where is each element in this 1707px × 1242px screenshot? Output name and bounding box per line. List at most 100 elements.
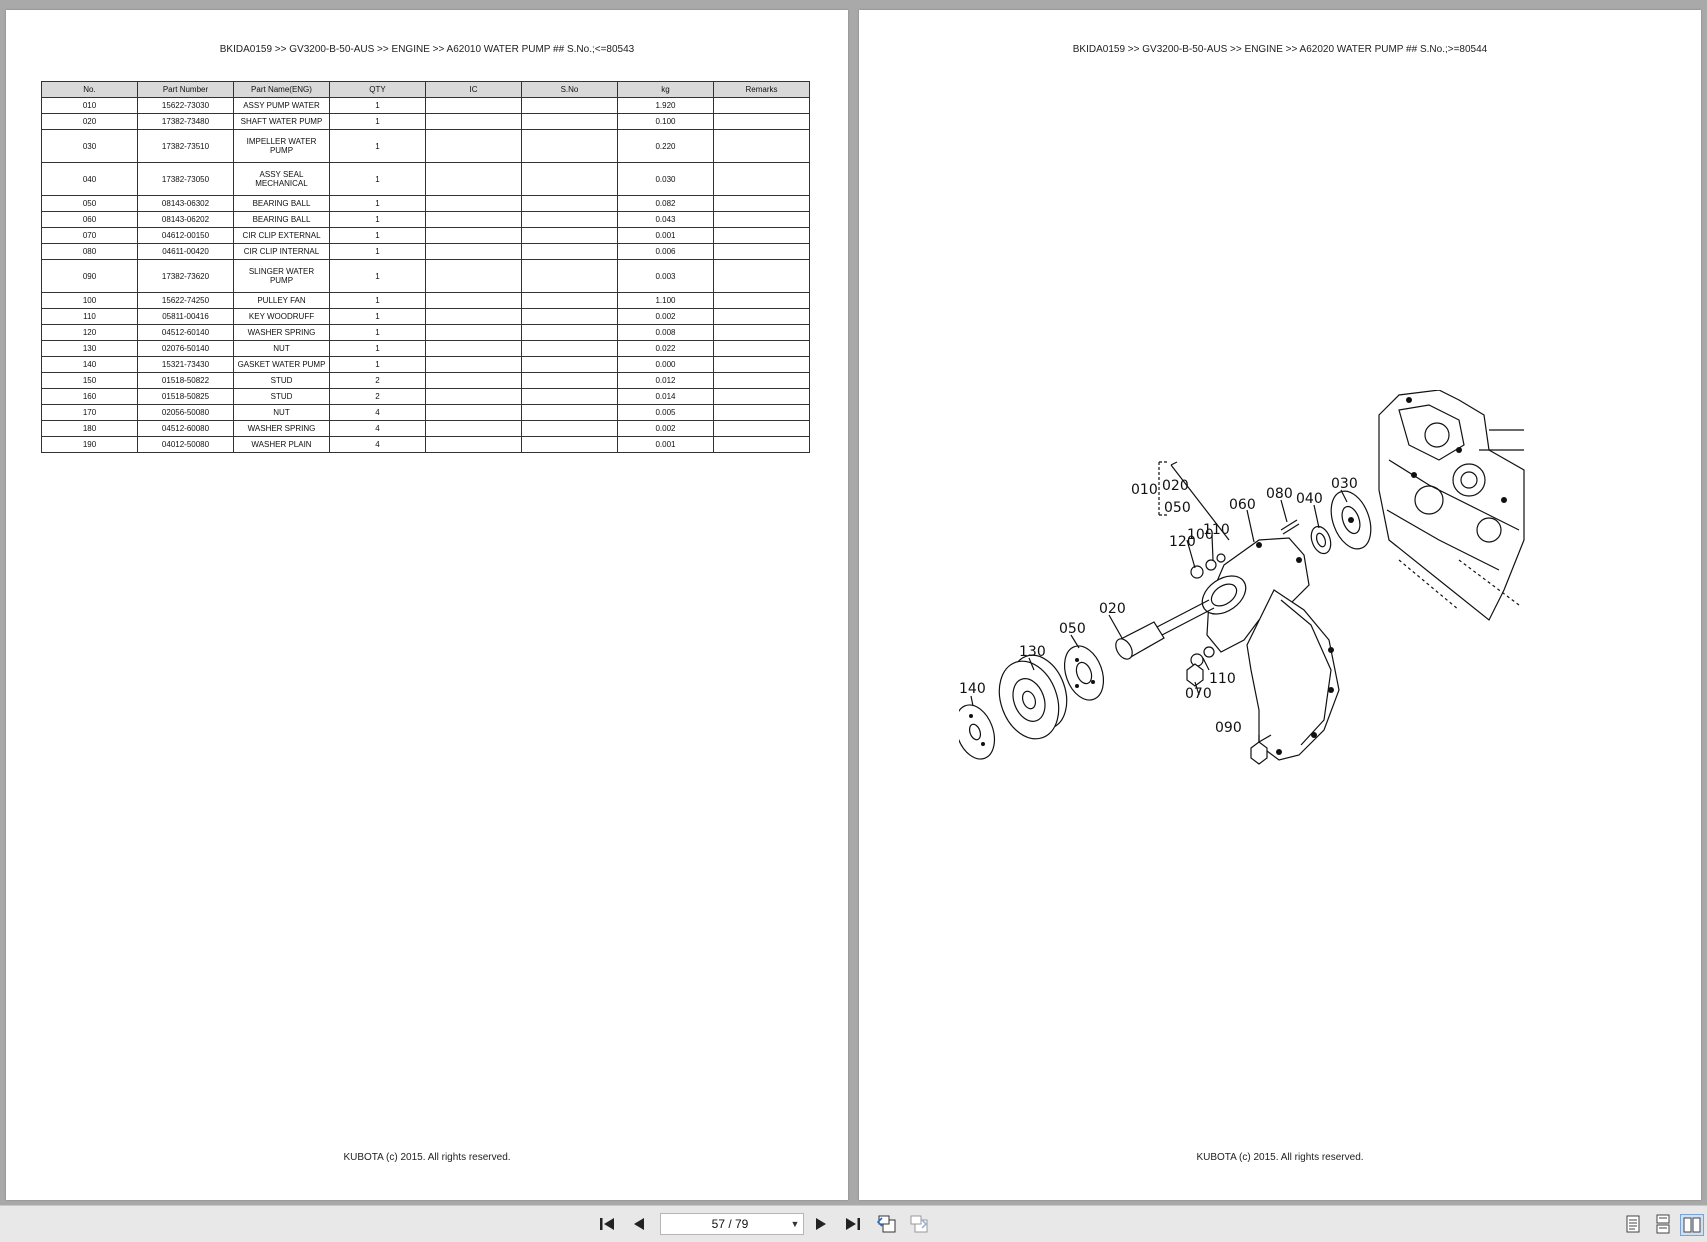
- single-page-view-button[interactable]: [1622, 1214, 1644, 1234]
- cell-qty: 1: [329, 340, 426, 357]
- callout-050: 050: [1164, 500, 1191, 516]
- first-page-button[interactable]: [596, 1214, 618, 1234]
- bookmark-back-icon: [876, 1215, 896, 1233]
- copyright-footer: KUBOTA (c) 2015. All rights reserved.: [1196, 1152, 1364, 1163]
- cell-qty: 1: [329, 129, 426, 163]
- cell-part-number: 15321-73430: [137, 356, 234, 373]
- cell-remarks: [713, 292, 810, 309]
- callout-080: 080: [1266, 486, 1293, 502]
- cell-kg: 0.003: [617, 259, 714, 293]
- water-pump-exploded-diagram: 010 020 050 080 040 030 060 120 100 110 …: [959, 390, 1525, 765]
- cell-no: 150: [41, 372, 138, 389]
- column-header: S.No: [521, 81, 618, 98]
- cell-name: CIR CLIP INTERNAL: [233, 243, 330, 260]
- cell-sno: [521, 195, 618, 212]
- cell-part-number: 04512-60080: [137, 420, 234, 437]
- callout-010: 010: [1131, 482, 1158, 498]
- callout-040: 040: [1296, 491, 1323, 507]
- cell-ic: [425, 356, 522, 373]
- column-header: Part Number: [137, 81, 234, 98]
- cell-qty: 4: [329, 436, 426, 453]
- cell-name: KEY WOODRUFF: [233, 308, 330, 325]
- previous-page-icon: [634, 1218, 644, 1230]
- continuous-view-icon: [1656, 1214, 1670, 1234]
- cell-sno: [521, 162, 618, 196]
- cell-part-number: 01518-50822: [137, 372, 234, 389]
- callout-020: 020: [1162, 478, 1189, 494]
- cell-no: 080: [41, 243, 138, 260]
- two-page-view-button[interactable]: [1680, 1214, 1704, 1236]
- cell-name: STUD: [233, 388, 330, 405]
- cell-kg: 0.014: [617, 388, 714, 405]
- callout-110-lower: 110: [1209, 671, 1236, 687]
- bookmark-forward-button[interactable]: [908, 1214, 930, 1234]
- callout-100: 100: [1187, 527, 1214, 543]
- cell-kg: 0.022: [617, 340, 714, 357]
- cell-kg: 0.000: [617, 356, 714, 373]
- continuous-view-button[interactable]: [1652, 1214, 1674, 1234]
- previous-page-button[interactable]: [628, 1214, 650, 1234]
- cell-remarks: [713, 388, 810, 405]
- engine-block-drawing: [1378, 390, 1525, 621]
- callout-030: 030: [1331, 476, 1358, 492]
- cell-sno: [521, 227, 618, 244]
- cell-qty: 1: [329, 162, 426, 196]
- cell-ic: [425, 243, 522, 260]
- cell-name: GASKET WATER PUMP: [233, 356, 330, 373]
- breadcrumb: BKIDA0159 >> GV3200-B-50-AUS >> ENGINE >…: [1072, 44, 1488, 55]
- cell-qty: 1: [329, 211, 426, 228]
- cell-part-number: 15622-74250: [137, 292, 234, 309]
- cell-remarks: [713, 340, 810, 357]
- callout-060: 060: [1229, 497, 1256, 513]
- cell-ic: [425, 162, 522, 196]
- right-page: BKIDA0159 >> GV3200-B-50-AUS >> ENGINE >…: [859, 10, 1701, 1200]
- next-page-button[interactable]: [810, 1214, 832, 1234]
- page-indicator: 57 / 79: [711, 1217, 749, 1231]
- cell-no: 130: [41, 340, 138, 357]
- cell-kg: 0.002: [617, 308, 714, 325]
- cell-ic: [425, 436, 522, 453]
- cell-qty: 1: [329, 356, 426, 373]
- cell-kg: 0.100: [617, 113, 714, 130]
- cell-kg: 0.030: [617, 162, 714, 196]
- cell-part-number: 04512-60140: [137, 324, 234, 341]
- last-page-button[interactable]: [842, 1214, 864, 1234]
- cell-sno: [521, 211, 618, 228]
- cell-part-number: 04611-00420: [137, 243, 234, 260]
- cell-kg: 0.002: [617, 420, 714, 437]
- pump-shaft-drawing: [1115, 599, 1215, 660]
- cell-qty: 1: [329, 324, 426, 341]
- callout-110: 110: [1203, 522, 1230, 538]
- cell-kg: 0.006: [617, 243, 714, 260]
- impeller-drawing: [1330, 490, 1372, 550]
- cell-remarks: [713, 243, 810, 260]
- cell-ic: [425, 404, 522, 421]
- bookmark-back-button[interactable]: [876, 1214, 898, 1234]
- pump-housing-drawing: [1201, 537, 1340, 761]
- cell-ic: [425, 420, 522, 437]
- callout-140: 140: [959, 681, 986, 697]
- cell-remarks: [713, 211, 810, 228]
- cell-part-number: 02076-50140: [137, 340, 234, 357]
- cell-remarks: [713, 97, 810, 114]
- chevron-down-icon[interactable]: ▼: [790, 1219, 800, 1229]
- cell-ic: [425, 195, 522, 212]
- callout-050-bearing: 050: [1059, 621, 1086, 637]
- callout-130: 130: [1019, 644, 1046, 660]
- cell-kg: 1.920: [617, 97, 714, 114]
- gasket-drawing: [959, 704, 996, 760]
- bearing-drawing: [1063, 645, 1105, 701]
- cell-remarks: [713, 162, 810, 196]
- cell-name: ASSY PUMP WATER: [233, 97, 330, 114]
- cell-no: 180: [41, 420, 138, 437]
- cell-sno: [521, 388, 618, 405]
- page-number-input[interactable]: 57 / 79 ▼: [660, 1213, 804, 1235]
- cell-remarks: [713, 195, 810, 212]
- cell-no: 050: [41, 195, 138, 212]
- cell-no: 160: [41, 388, 138, 405]
